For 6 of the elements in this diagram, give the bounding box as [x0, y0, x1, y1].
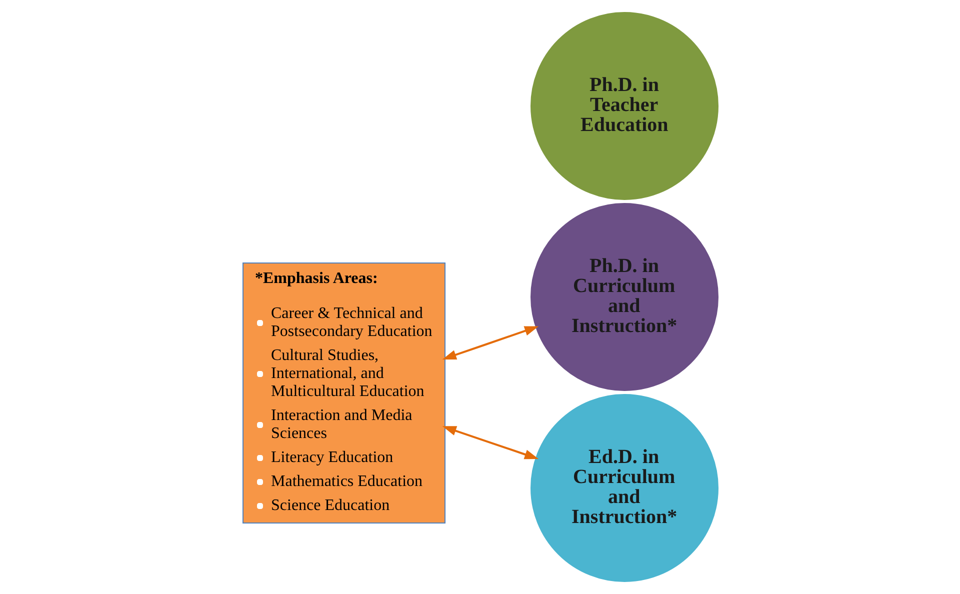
- node-circle: Ph.D. in Curriculum and Instruction*: [530, 203, 718, 391]
- arrow: [442, 326, 538, 360]
- node-box: *Emphasis Areas: Career & Technical and Postsecondary Education Cultural Studies, International, and Multicultural Education Interaction and Media Sciences Literacy Education Mathematics Education Science Education: [242, 262, 445, 524]
- node-circle: Ed.D. in Curriculum and Instruction*: [530, 394, 718, 582]
- node-circle: Ph.D. in Teacher Education: [530, 12, 718, 200]
- arrow: [442, 426, 538, 460]
